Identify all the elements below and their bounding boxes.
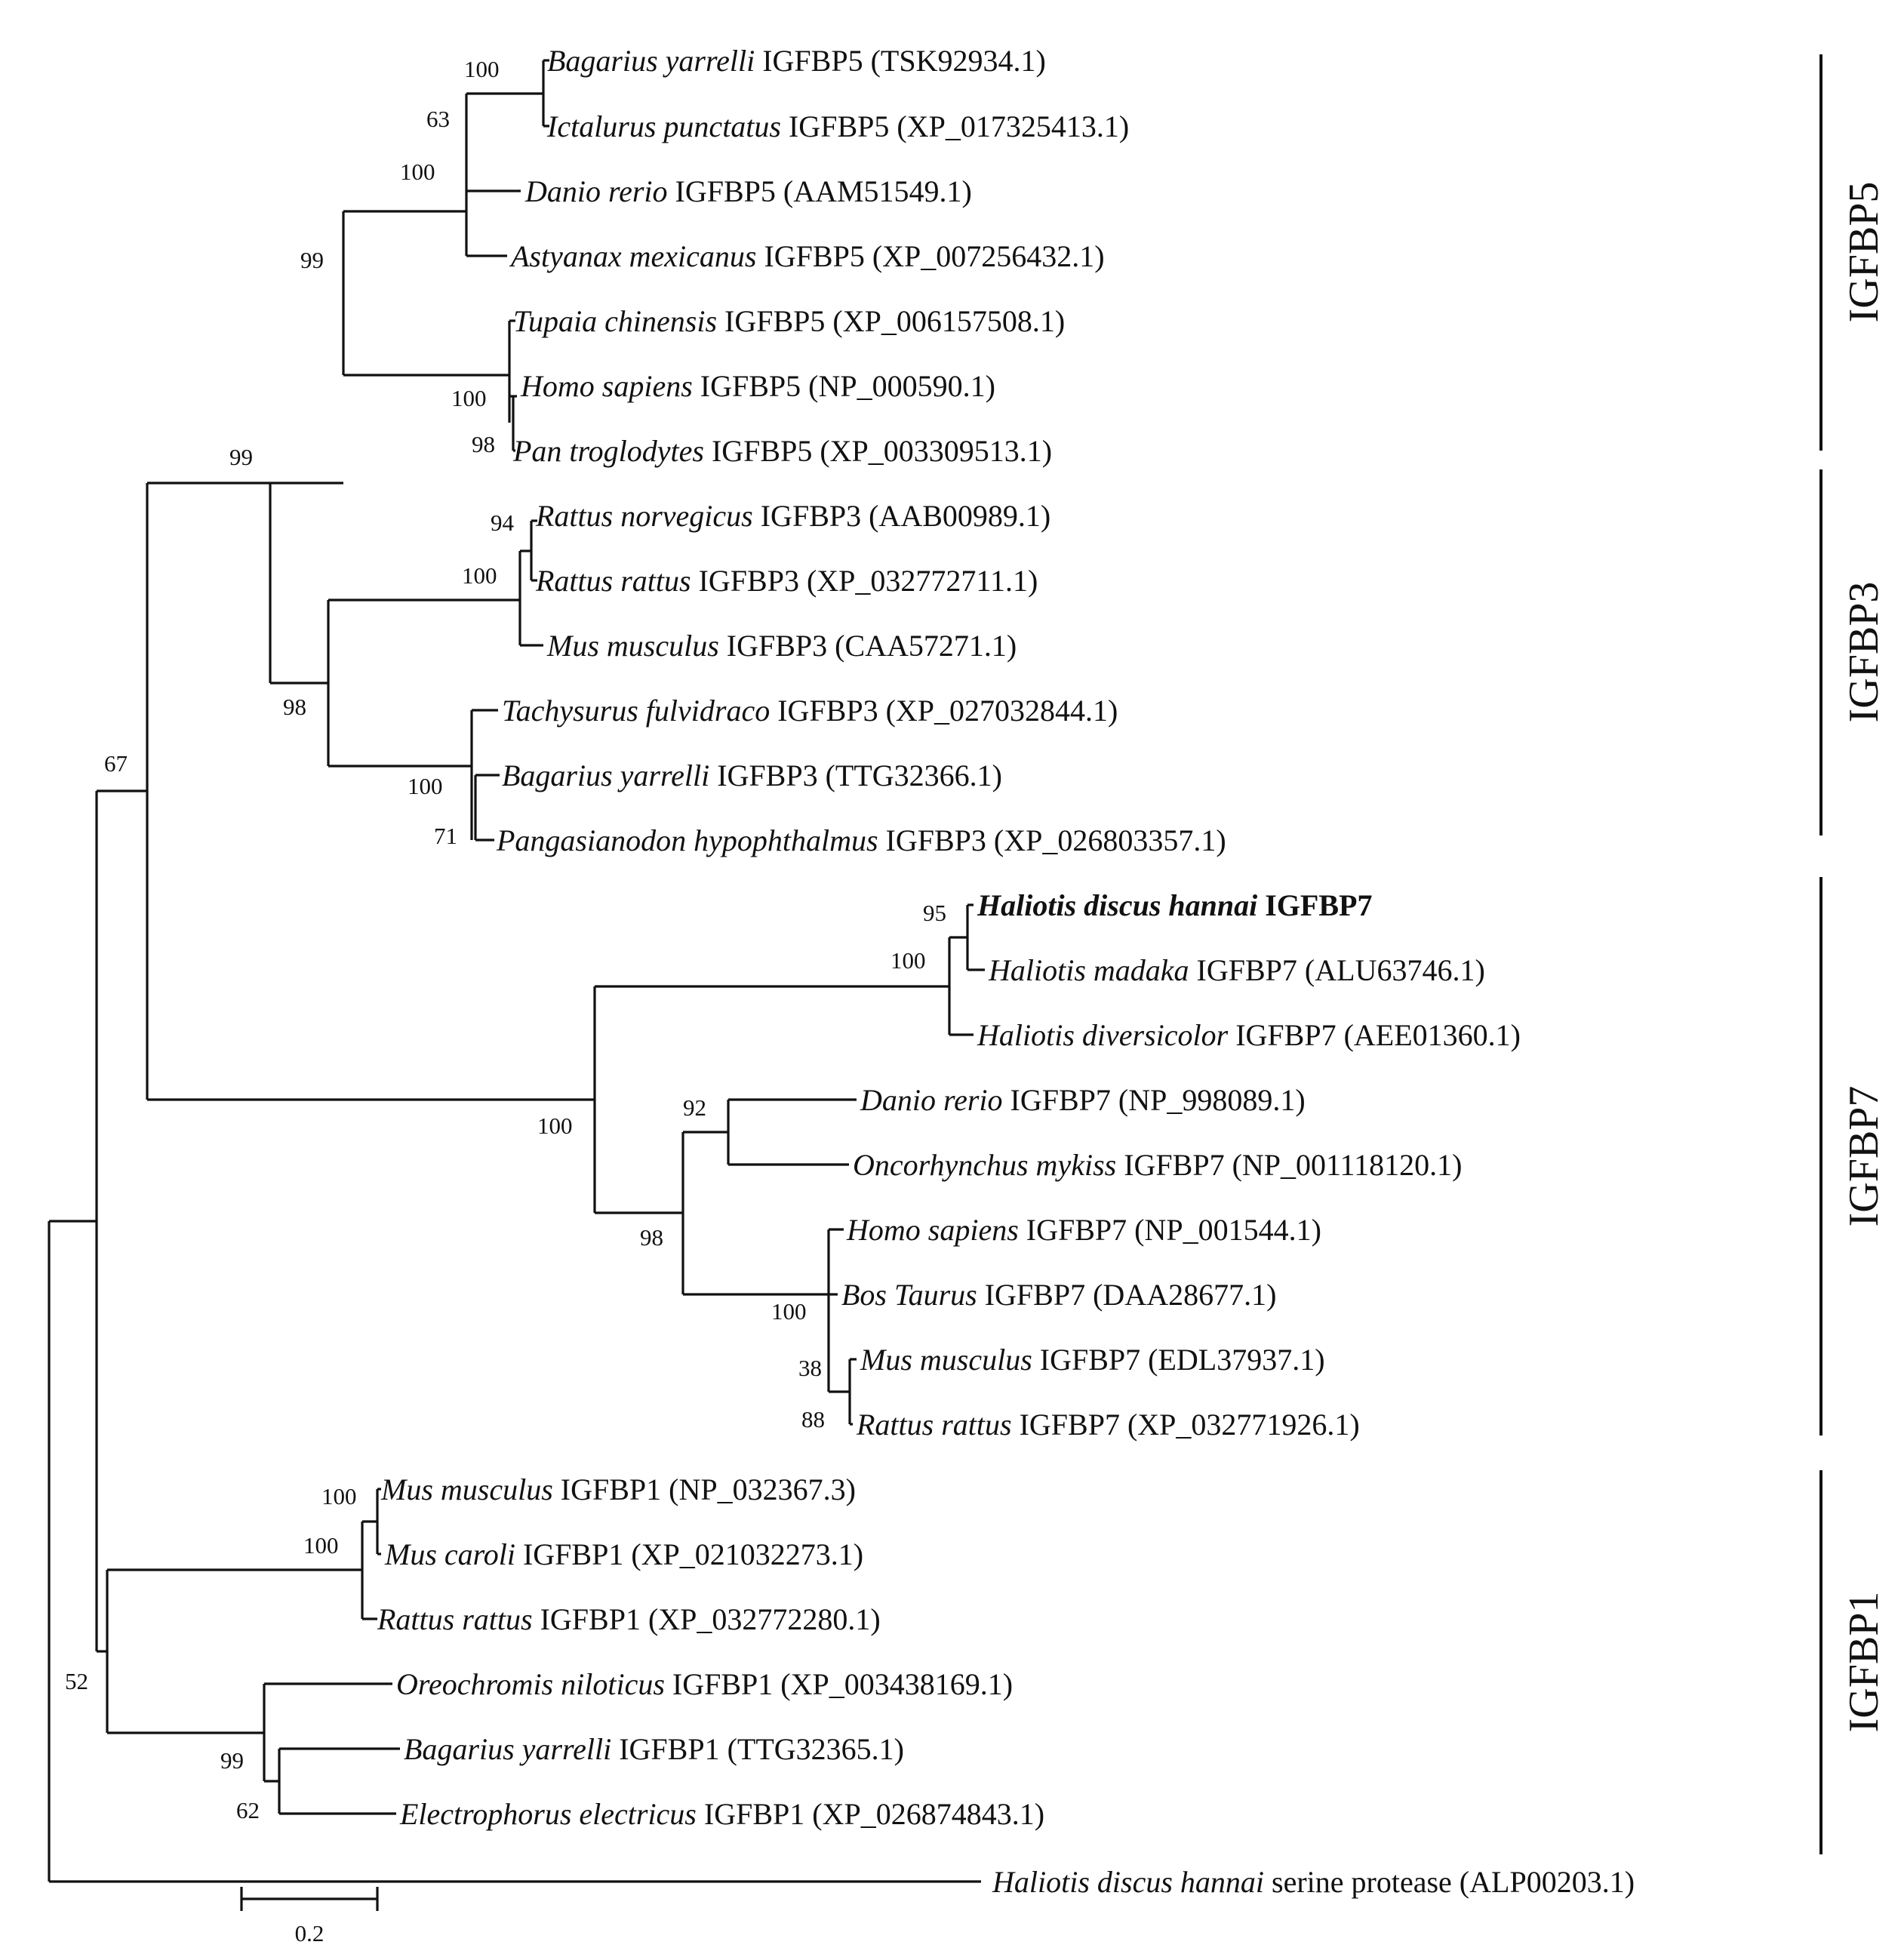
bootstrap-value: 67 xyxy=(104,750,128,777)
bootstrap-value: 94 xyxy=(491,509,515,536)
clade-label-igfbp3: IGFBP3 xyxy=(1841,582,1887,723)
bootstrap-value: 99 xyxy=(220,1747,244,1774)
tip-label: Pangasianodon hypophthalmus IGFBP3 (XP_0… xyxy=(496,823,1226,857)
tip-label: Tachysurus fulvidraco IGFBP3 (XP_0270328… xyxy=(502,694,1118,728)
bootstrap-value: 92 xyxy=(683,1094,706,1121)
tip-label-outgroup: Haliotis discus hannai serine protease (… xyxy=(992,1865,1635,1899)
bootstrap-value: 62 xyxy=(236,1797,260,1823)
bootstrap-value: 100 xyxy=(400,158,435,185)
tip-label: Haliotis madaka IGFBP7 (ALU63746.1) xyxy=(988,953,1485,987)
bootstrap-value: 38 xyxy=(798,1355,822,1381)
tip-label: Mus musculus IGFBP3 (CAA57271.1) xyxy=(546,629,1017,663)
tip-label: Homo sapiens IGFBP5 (NP_000590.1) xyxy=(520,369,995,403)
clade-label-igfbp5: IGFBP5 xyxy=(1841,182,1887,323)
bootstrap-value: 98 xyxy=(283,694,306,720)
tip-label: Rattus norvegicus IGFBP3 (AAB00989.1) xyxy=(535,499,1050,533)
bootstrap-value: 100 xyxy=(890,947,926,974)
tip-label: Ictalurus punctatus IGFBP5 (XP_017325413… xyxy=(546,109,1129,143)
bootstrap-values: 100 63 100 99 100 98 99 94 100 98 100 71… xyxy=(65,56,946,1823)
clade-annotations: IGFBP5 IGFBP3 IGFBP7 IGFBP1 xyxy=(1819,54,1887,1854)
tip-label: Rattus rattus IGFBP1 (XP_032772280.1) xyxy=(377,1602,881,1636)
scale-bar: 0.2 xyxy=(240,1887,379,1946)
bootstrap-value: 95 xyxy=(923,900,946,926)
clade-label-igfbp7: IGFBP7 xyxy=(1841,1086,1887,1227)
tip-label: Oreochromis niloticus IGFBP1 (XP_0034381… xyxy=(396,1667,1013,1701)
tip-label: Bagarius yarrelli IGFBP5 (TSK92934.1) xyxy=(547,44,1046,78)
bootstrap-value: 88 xyxy=(801,1406,825,1432)
tip-label: Mus caroli IGFBP1 (XP_021032273.1) xyxy=(384,1537,863,1571)
bootstrap-value: 52 xyxy=(65,1668,88,1694)
tree-branches xyxy=(48,59,985,1883)
tip-label: Astyanax mexicanus IGFBP5 (XP_007256432.… xyxy=(509,239,1105,273)
scale-bar-label: 0.2 xyxy=(295,1920,325,1946)
tip-label: Rattus rattus IGFBP7 (XP_032771926.1) xyxy=(856,1408,1360,1442)
tip-label: Rattus rattus IGFBP3 (XP_032772711.1) xyxy=(535,564,1038,598)
bootstrap-value: 100 xyxy=(321,1483,357,1509)
bootstrap-value: 99 xyxy=(229,444,253,470)
tip-label: Homo sapiens IGFBP7 (NP_001544.1) xyxy=(846,1213,1321,1247)
tip-label: Bagarius yarrelli IGFBP3 (TTG32366.1) xyxy=(502,759,1002,792)
bootstrap-value: 100 xyxy=(451,385,487,411)
bootstrap-value: 100 xyxy=(462,562,497,589)
bootstrap-value: 100 xyxy=(303,1532,339,1559)
bootstrap-value: 98 xyxy=(472,431,495,457)
tip-label: Mus musculus IGFBP1 (NP_032367.3) xyxy=(380,1472,856,1506)
tip-labels: Bagarius yarrelli IGFBP5 (TSK92934.1) Ic… xyxy=(377,44,1635,1899)
tip-label: Pan troglodytes IGFBP5 (XP_003309513.1) xyxy=(512,434,1052,468)
tip-label: Haliotis diversicolor IGFBP7 (AEE01360.1… xyxy=(977,1018,1521,1052)
bootstrap-value: 98 xyxy=(640,1224,663,1251)
tip-label: Bos Taurus IGFBP7 (DAA28677.1) xyxy=(841,1278,1276,1312)
tip-label: Mus musculus IGFBP7 (EDL37937.1) xyxy=(860,1343,1325,1377)
bootstrap-value: 99 xyxy=(300,247,324,273)
tip-label-highlighted: Haliotis discus hannai IGFBP7 xyxy=(977,888,1372,922)
bootstrap-value: 100 xyxy=(464,56,500,82)
tip-label: Bagarius yarrelli IGFBP1 (TTG32365.1) xyxy=(404,1732,904,1766)
clade-label-igfbp1: IGFBP1 xyxy=(1841,1592,1887,1733)
bootstrap-value: 100 xyxy=(408,773,443,799)
tip-label: Oncorhynchus mykiss IGFBP7 (NP_001118120… xyxy=(853,1148,1462,1182)
tip-label: Electrophorus electricus IGFBP1 (XP_0268… xyxy=(399,1797,1044,1831)
bootstrap-value: 100 xyxy=(771,1298,807,1325)
tip-label: Danio rerio IGFBP7 (NP_998089.1) xyxy=(860,1083,1306,1117)
tip-label: Danio rerio IGFBP5 (AAM51549.1) xyxy=(524,174,972,208)
bootstrap-value: 71 xyxy=(434,823,457,849)
bootstrap-value: 63 xyxy=(426,106,450,132)
tip-label: Tupaia chinensis IGFBP5 (XP_006157508.1) xyxy=(513,304,1065,338)
bootstrap-value: 100 xyxy=(537,1112,573,1139)
